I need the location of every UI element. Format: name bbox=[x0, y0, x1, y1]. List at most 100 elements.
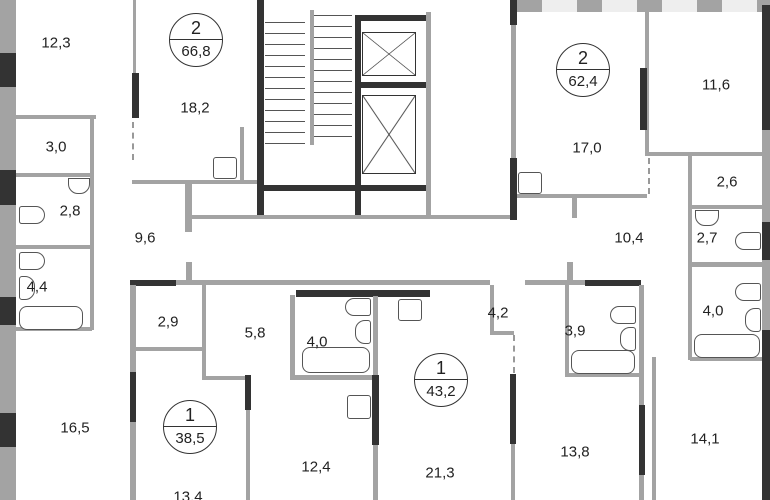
wall bbox=[176, 280, 330, 285]
wall bbox=[652, 357, 656, 500]
stair-tread bbox=[265, 143, 305, 144]
wall bbox=[490, 285, 494, 335]
toilet-icon bbox=[345, 298, 371, 316]
exterior-wall bbox=[0, 0, 16, 500]
window-pier bbox=[762, 330, 770, 500]
toilet-icon bbox=[735, 283, 761, 301]
window-pier bbox=[762, 222, 770, 260]
washbasin-icon bbox=[19, 276, 35, 300]
wall bbox=[690, 205, 762, 209]
wall bbox=[130, 372, 136, 422]
stair-tread bbox=[314, 37, 352, 38]
stair-tread bbox=[314, 15, 352, 16]
wall bbox=[585, 280, 641, 286]
stair-tread bbox=[314, 103, 352, 104]
room-area: 2,6 bbox=[716, 173, 738, 191]
stair-tread bbox=[265, 132, 305, 133]
partition bbox=[132, 122, 134, 160]
toilet-icon bbox=[610, 306, 636, 324]
wall bbox=[16, 245, 92, 249]
core-wall bbox=[257, 0, 264, 218]
core-wall bbox=[355, 15, 430, 21]
sink-icon bbox=[213, 157, 237, 179]
wall bbox=[639, 285, 644, 500]
wall bbox=[525, 280, 585, 285]
partition bbox=[513, 335, 515, 373]
bathtub-icon bbox=[19, 306, 83, 330]
apartment-rooms: 1 bbox=[164, 401, 216, 427]
room-area: 11,6 bbox=[701, 76, 731, 94]
room-area: 18,2 bbox=[180, 99, 210, 117]
wall bbox=[572, 196, 577, 218]
stair-tread bbox=[265, 55, 305, 56]
corridor-wall bbox=[185, 215, 515, 219]
wall bbox=[565, 285, 569, 377]
wall bbox=[290, 280, 490, 285]
room-area: 5,8 bbox=[244, 324, 266, 342]
washbasin-icon bbox=[355, 320, 371, 344]
partition bbox=[648, 158, 650, 194]
stair-tread bbox=[265, 110, 305, 111]
wall bbox=[517, 194, 647, 198]
room-area: 10,4 bbox=[614, 229, 644, 247]
wall bbox=[16, 115, 96, 119]
room-area: 21,3 bbox=[425, 464, 455, 482]
wall bbox=[567, 262, 573, 282]
wall bbox=[510, 158, 517, 220]
wall bbox=[690, 262, 762, 267]
wall bbox=[510, 374, 516, 444]
window-strip bbox=[517, 0, 762, 12]
room-area: 17,0 bbox=[572, 139, 602, 157]
wall bbox=[202, 285, 206, 380]
stair-tread bbox=[314, 136, 352, 137]
wall bbox=[133, 0, 136, 117]
room-area: 14,1 bbox=[690, 430, 720, 448]
wall bbox=[245, 375, 251, 410]
apartment-rooms: 2 bbox=[557, 44, 609, 70]
wall bbox=[130, 280, 176, 286]
wall bbox=[132, 73, 139, 118]
wall bbox=[565, 373, 643, 377]
wall bbox=[511, 25, 516, 160]
washbasin-icon bbox=[745, 308, 761, 332]
sink-icon bbox=[518, 172, 542, 194]
stair-tread bbox=[265, 99, 305, 100]
stair-tread bbox=[265, 66, 305, 67]
window-pier bbox=[762, 5, 770, 130]
sink-icon bbox=[347, 395, 371, 419]
wall bbox=[186, 262, 192, 282]
wall bbox=[490, 331, 514, 335]
wall bbox=[240, 127, 244, 182]
room-area: 4,4 bbox=[26, 278, 48, 296]
toilet-icon bbox=[19, 206, 45, 224]
room-area: 13,8 bbox=[560, 443, 590, 461]
room-area: 9,6 bbox=[134, 229, 156, 247]
apartment-rooms: 1 bbox=[415, 354, 467, 380]
room-area: 16,5 bbox=[60, 419, 90, 437]
stair-tread bbox=[265, 121, 305, 122]
room-area: 2,7 bbox=[696, 229, 718, 247]
stair-tread bbox=[314, 26, 352, 27]
wall bbox=[645, 152, 762, 156]
toilet-icon bbox=[735, 232, 761, 250]
stair-tread bbox=[314, 59, 352, 60]
stair-tread bbox=[265, 88, 305, 89]
washbasin-icon bbox=[68, 178, 90, 194]
wall bbox=[202, 376, 246, 380]
stair-tread bbox=[265, 77, 305, 78]
wall bbox=[640, 68, 647, 130]
bathtub-icon bbox=[302, 347, 370, 373]
stair-tread bbox=[314, 125, 352, 126]
stair-tread bbox=[265, 44, 305, 45]
core-wall bbox=[355, 82, 430, 88]
core-wall bbox=[355, 15, 361, 218]
stair-tread bbox=[314, 114, 352, 115]
apartment-area: 38,5 bbox=[175, 430, 205, 447]
apartment-area: 43,2 bbox=[426, 383, 456, 400]
room-area: 12,3 bbox=[41, 34, 71, 52]
window-pier bbox=[0, 170, 16, 205]
wall bbox=[639, 405, 645, 475]
washbasin-icon bbox=[695, 210, 719, 226]
